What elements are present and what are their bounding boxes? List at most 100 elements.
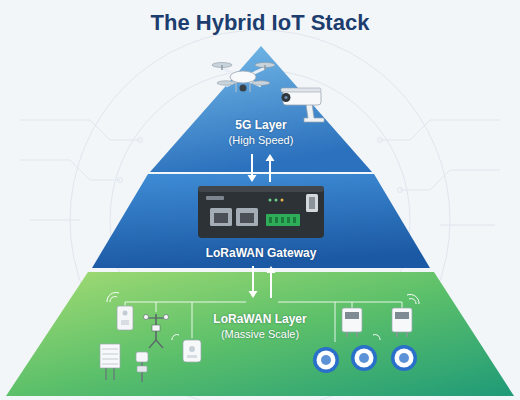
circuit-pattern-part (398, 188, 403, 193)
arrow-shaft (270, 272, 272, 298)
gateway-device-part (275, 199, 278, 202)
indoor-sensor-part (187, 355, 197, 358)
gateway-device-part (206, 196, 224, 200)
gas-meter (392, 308, 412, 337)
signal-icons-part (409, 299, 416, 304)
tier-label: LoRaWAN Gateway (92, 246, 430, 261)
gateway-device-part (266, 214, 300, 226)
double-arrow (248, 154, 257, 182)
tier-sublabel: (High Speed) (150, 133, 372, 148)
box-sensor-part (123, 311, 128, 316)
stevenson-screen-part (102, 349, 118, 350)
gateway-device-part (287, 217, 290, 223)
stevenson-screen-part (102, 354, 118, 355)
signal-icons-part (172, 335, 179, 340)
box-sensor (117, 306, 133, 330)
water-meter-part (313, 347, 339, 373)
water-meter-part (317, 351, 336, 370)
weather-station (144, 314, 169, 348)
double-arrow (266, 154, 275, 182)
water-meter-part (399, 353, 409, 363)
circuit-pattern-part (380, 120, 500, 140)
gas-meter-part (346, 332, 348, 337)
signal-icons-part (107, 292, 119, 302)
water-meter-part (351, 345, 377, 371)
gateway-device (198, 186, 324, 238)
gas-meter-part (356, 332, 358, 337)
stevenson-screen (100, 344, 120, 380)
diagram-title: The Hybrid IoT Stack (0, 10, 520, 36)
circuit-pattern-part (20, 160, 120, 180)
gateway-device-part (293, 217, 296, 223)
tier-label: 5G Layer (150, 118, 372, 133)
cctv-camera-icon-part (304, 104, 324, 122)
drone-icon-part (217, 81, 235, 85)
indoor-sensor (183, 340, 201, 362)
box-sensor-part (121, 320, 129, 325)
weather-station-part (149, 340, 156, 348)
gateway-device-part (214, 213, 228, 223)
sensor-wires-part (352, 302, 353, 308)
arrow-head (266, 154, 275, 161)
stevenson-screen-part (100, 344, 120, 368)
stevenson-screen-part (113, 368, 114, 380)
gas-meter-part (406, 332, 408, 337)
stevenson-screen-part (105, 368, 106, 380)
water-meter (391, 345, 417, 371)
gateway-device-part (281, 199, 284, 202)
double-arrow (267, 266, 276, 298)
sensor-wires (125, 302, 402, 342)
drone-icon (212, 63, 275, 93)
gateway-device-part (236, 208, 258, 226)
cctv-camera-icon-part (284, 96, 287, 99)
circuit-pattern-part (20, 120, 140, 140)
gateway-device-part (240, 213, 254, 223)
signal-icons-part (373, 335, 380, 340)
weather-station-part (152, 325, 160, 331)
double-arrow (249, 266, 258, 298)
drone-icon-part (230, 71, 256, 83)
arrow-shaft (252, 266, 254, 292)
gas-meter-part (396, 332, 398, 337)
arrow-shaft (269, 160, 271, 182)
sensor-wires-part (125, 302, 246, 306)
sensor-wires-part (335, 302, 336, 342)
tier-label: LoRaWAN Layer (6, 312, 514, 327)
indoor-sensor-part (189, 346, 195, 352)
water-meter-part (359, 353, 369, 363)
cctv-camera-icon-part (282, 93, 291, 102)
circuit-pattern-part (378, 138, 383, 143)
cctv-camera-icon (281, 88, 324, 122)
gateway-device-part (198, 186, 324, 238)
water-meter-part (355, 349, 374, 368)
circuit-pattern-part (118, 178, 123, 183)
gateway-device-part (269, 199, 272, 202)
stevenson-screen-part (102, 364, 118, 365)
indoor-sensor-part (183, 340, 201, 362)
water-meter-part (395, 349, 414, 368)
tier-fill (92, 174, 430, 268)
weather-station-part (146, 317, 166, 318)
gateway-device-part (309, 197, 315, 209)
sensor-wires-part (156, 302, 157, 312)
stevenson-screen-part (102, 359, 118, 360)
signal-icons-part (407, 294, 419, 304)
drone-icon-part (236, 83, 237, 92)
water-meter-part (391, 345, 417, 371)
circuit-pattern-part (138, 138, 143, 143)
circuit-pattern-part (440, 225, 495, 226)
drone-icon-part (221, 65, 223, 70)
signal-icons (107, 292, 419, 340)
water-meter (313, 347, 339, 373)
cctv-camera-icon-part (281, 88, 321, 92)
drone-icon-part (250, 83, 251, 92)
pole-sensor (136, 352, 148, 382)
water-meter (351, 345, 377, 371)
box-sensor-part (117, 306, 133, 330)
gas-meter-part (392, 308, 412, 332)
gas-meter-part (345, 312, 359, 319)
drone-icon-part (240, 85, 247, 92)
signal-icons-part (110, 297, 117, 302)
tier-fill (6, 272, 514, 396)
gateway-device-part (198, 186, 324, 192)
